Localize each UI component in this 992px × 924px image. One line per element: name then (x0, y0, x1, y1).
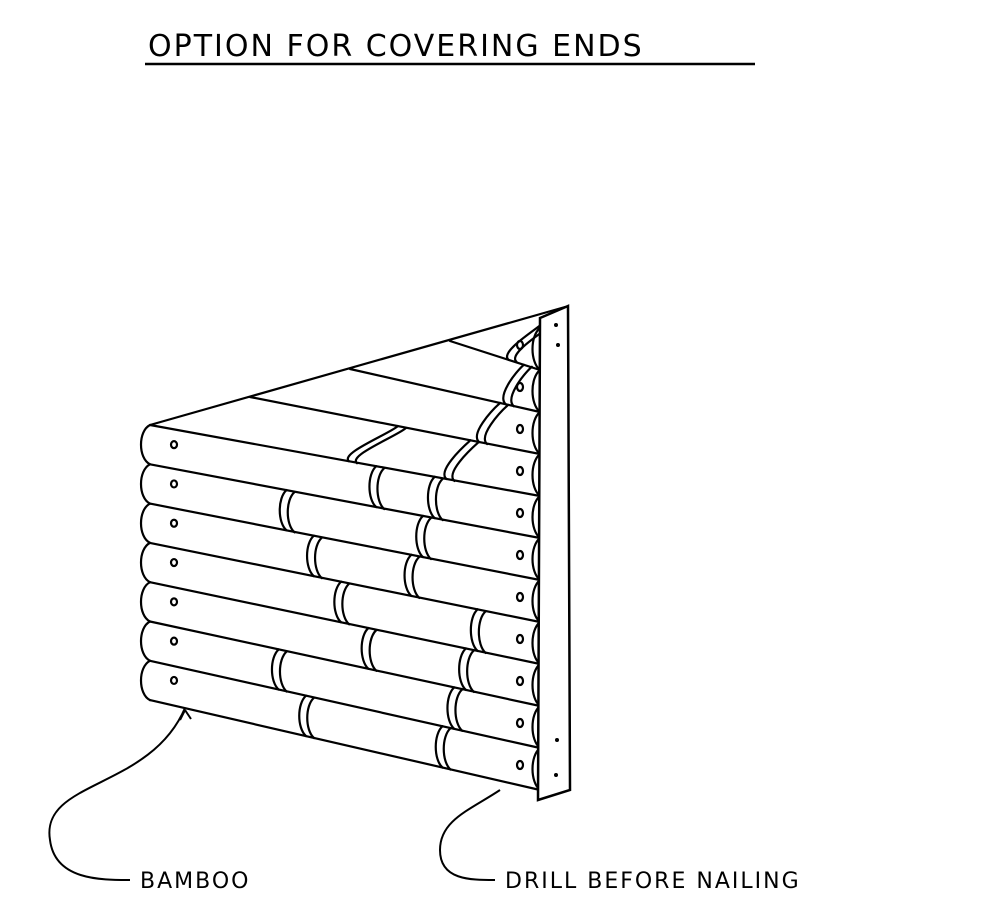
drill-hole (515, 465, 525, 477)
bamboo-joint (346, 424, 399, 463)
drill-hole (515, 507, 525, 519)
nail-holes (554, 323, 560, 777)
bamboo-joint (403, 553, 413, 597)
bamboo-joint (443, 439, 472, 481)
bamboo-joint (426, 475, 436, 520)
bamboo-seam (148, 620, 542, 708)
bamboo-joint (434, 477, 444, 522)
bamboo-joint (466, 649, 475, 694)
arrowhead (179, 709, 192, 721)
bamboo-seam (148, 423, 542, 498)
drill-label: DRILL BEFORE NAILING (505, 869, 801, 894)
bamboo-joint (313, 536, 323, 580)
drill-hole (169, 597, 179, 607)
bamboo-seam (448, 339, 542, 372)
bamboo-joint (360, 626, 370, 670)
bamboo-joint (270, 648, 280, 691)
panel-top-edge (148, 305, 567, 427)
bamboo-joint (423, 516, 433, 561)
bamboo-joint (278, 488, 288, 532)
bamboo-joint (454, 688, 464, 732)
drill-hole (169, 479, 179, 489)
bamboo-joint (368, 628, 378, 672)
bamboo-joint (341, 582, 351, 626)
bamboo-seam (248, 395, 542, 456)
bamboo-joint (376, 467, 386, 511)
bamboo-end (531, 368, 542, 414)
bamboo-joint (451, 441, 480, 483)
bamboo-end (531, 494, 542, 540)
bamboo-panel (139, 305, 567, 792)
drill-hole (169, 440, 179, 450)
bamboo-joint (354, 426, 407, 465)
bamboo-left-end (139, 423, 152, 466)
bamboo-seam (148, 541, 542, 624)
drill-hole (515, 759, 525, 771)
bamboo-left-end (139, 463, 152, 505)
bamboo-joint (278, 650, 288, 693)
bamboo-joint (411, 555, 421, 599)
bamboo-joint (505, 321, 545, 361)
bamboo-seam (148, 581, 542, 666)
bamboo-joint (305, 534, 315, 578)
drill-hole (515, 591, 525, 603)
drill-hole (169, 675, 179, 686)
bamboo-joint (502, 363, 525, 406)
bamboo-left-end (139, 620, 152, 662)
bamboo-joint (469, 608, 479, 653)
bamboo-joint (415, 514, 425, 559)
bamboo-joint (286, 490, 296, 534)
bamboo-left-end (139, 581, 152, 623)
drill-hole (169, 636, 179, 646)
bamboo-joint (333, 580, 343, 624)
bamboo-left-end (139, 541, 152, 584)
bamboo-joint (434, 725, 444, 769)
bamboo-joint (298, 694, 308, 738)
bamboo-end (531, 452, 542, 498)
bamboo-joint (306, 696, 316, 740)
bamboo-joint (368, 465, 378, 509)
title: OPTION FOR COVERING ENDS (148, 29, 644, 64)
bamboo-joint (477, 610, 487, 655)
bamboo-joint (475, 401, 502, 444)
bamboo-joint (483, 403, 510, 446)
bamboo-seam (348, 367, 542, 414)
drill-hole (169, 518, 179, 528)
bamboo-joint (458, 647, 467, 692)
bamboo-joint (510, 365, 533, 408)
drill-leader (438, 789, 501, 881)
drill-hole (515, 675, 525, 687)
bamboo-seam (148, 659, 542, 750)
drill-hole (515, 633, 525, 645)
bamboo-joint (446, 686, 456, 730)
drill-hole (515, 423, 525, 435)
bamboo-end (531, 410, 542, 456)
bamboo-seam (148, 463, 542, 540)
bamboo-label: BAMBOO (140, 869, 250, 894)
bamboo-left-end (139, 659, 152, 702)
bamboo-joint (442, 727, 452, 771)
drill-hole (169, 557, 179, 568)
bamboo-left-end (139, 502, 152, 544)
bamboo-leader (48, 707, 186, 881)
bamboo-seam (148, 699, 542, 792)
end-board (536, 304, 572, 802)
drill-hole (515, 717, 525, 729)
drill-hole (515, 549, 525, 561)
bamboo-end (531, 326, 542, 372)
bamboo-seam (148, 502, 542, 582)
